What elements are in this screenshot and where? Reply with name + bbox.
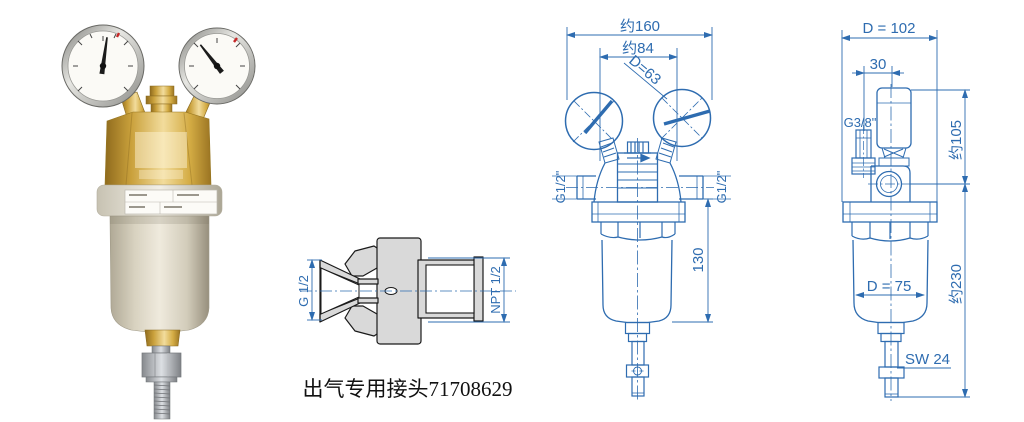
flange-side bbox=[842, 201, 938, 223]
depth-label: D = 102 bbox=[863, 20, 916, 37]
gauge-diameter-label: D=63 bbox=[625, 52, 664, 88]
side-view-drawing: D = 102 30 G3/8" 约105 D = 75 约230 SW 24 bbox=[841, 20, 970, 401]
knob-side bbox=[876, 87, 912, 149]
overall-width-label: 约160 bbox=[620, 18, 660, 35]
knob-offset-label: 30 bbox=[870, 56, 887, 73]
port-label-ticks bbox=[552, 175, 731, 200]
end-cap bbox=[473, 256, 484, 322]
gauge-stem-left bbox=[598, 137, 620, 164]
wrench-size-label: SW 24 bbox=[905, 351, 950, 368]
body-height-label: 130 bbox=[690, 247, 707, 272]
hex-nut bbox=[141, 352, 182, 378]
gauge-spacing-label: 约84 bbox=[622, 40, 654, 57]
front-right-gauge bbox=[652, 88, 712, 148]
red-limit-mark bbox=[233, 37, 238, 43]
npt12-dimension bbox=[428, 257, 510, 323]
bowl-front bbox=[601, 239, 673, 324]
g12-dimension bbox=[307, 259, 322, 321]
npt12-label: NPT 1/2 bbox=[488, 266, 503, 313]
bonnet-side bbox=[878, 147, 910, 167]
right-port-label: G1/2" bbox=[714, 170, 729, 203]
upper-height-label: 约105 bbox=[948, 120, 965, 160]
connector-section: G 1/2 NPT 1/2 出气专用接头71708629 bbox=[295, 233, 520, 403]
dim-heights bbox=[898, 89, 970, 398]
product-label bbox=[124, 189, 218, 215]
dim-knob-offset bbox=[852, 66, 904, 131]
gauge-stem-right bbox=[655, 137, 677, 164]
threaded-stem bbox=[153, 381, 171, 420]
dim-depth bbox=[841, 30, 938, 202]
collar bbox=[96, 184, 223, 217]
left-port-label: G1/2" bbox=[553, 170, 568, 203]
right-pressure-gauge bbox=[178, 27, 256, 105]
leader-gauge-diameter bbox=[623, 62, 668, 100]
dim-body-height bbox=[672, 198, 713, 323]
brass-body bbox=[104, 111, 212, 186]
dim-overall-width bbox=[566, 27, 713, 100]
front-left-gauge bbox=[564, 91, 624, 151]
hex-section-side bbox=[851, 222, 929, 242]
product-photo bbox=[61, 24, 256, 420]
connector-drawing: G 1/2 NPT 1/2 bbox=[296, 237, 516, 345]
hex-section-front bbox=[600, 222, 676, 241]
left-pressure-gauge bbox=[61, 24, 145, 108]
connector-caption: 出气专用接头71708629 bbox=[302, 377, 513, 401]
front-view-drawing: 约160 约84 D=63 G1/2" G1/2" 130 bbox=[552, 18, 731, 401]
total-height-label: 约230 bbox=[948, 264, 965, 304]
red-limit-mark bbox=[115, 32, 121, 38]
g12-label: G 1/2 bbox=[296, 275, 311, 307]
bottom-fitting bbox=[141, 329, 182, 420]
bowl-diameter-label: D = 75 bbox=[867, 278, 912, 295]
flange-front bbox=[591, 201, 686, 223]
filter-bowl bbox=[109, 215, 210, 333]
gauge-port-label: G3/8" bbox=[844, 115, 877, 130]
bore bbox=[425, 264, 475, 314]
